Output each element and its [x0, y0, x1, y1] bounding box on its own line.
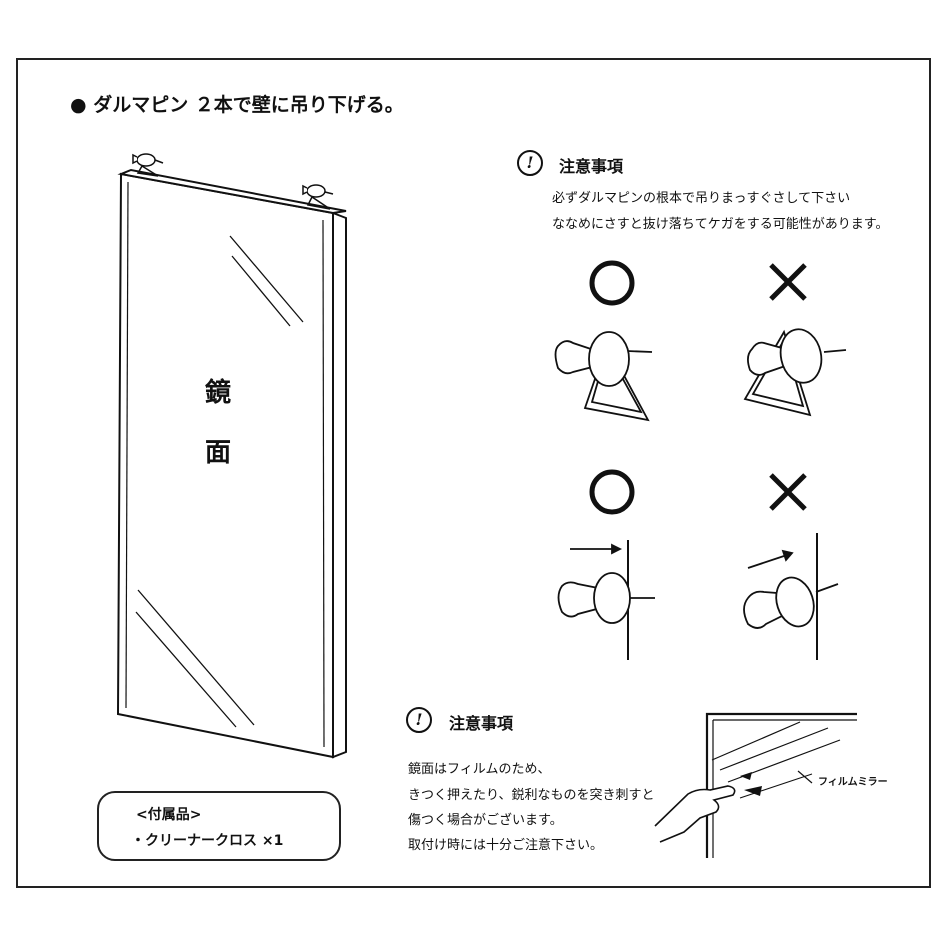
accessory-box: [97, 791, 341, 861]
mirror-label-top: 鏡: [205, 378, 232, 408]
pin-tilted-wall-icon: [743, 533, 839, 660]
notice-title: 注意事項: [449, 714, 514, 733]
notice-line: 取付け時には十分ご注意下さい。: [408, 838, 604, 853]
notice-line: 鏡面はフィルムのため、: [408, 762, 551, 777]
pin-straight-wall-icon: [557, 540, 655, 660]
accessory-item: ・クリーナークロス ×1: [131, 833, 284, 849]
cross-ng-icon: [769, 473, 807, 511]
cross-ng-icon: [769, 263, 807, 301]
notice-line: きつく押えたり、鋭利なものを突き刺すと: [408, 788, 655, 803]
accessory-title: <付属品>: [136, 807, 202, 823]
exclamation-circle-icon: !: [406, 707, 432, 733]
pin-icon-left: [132, 153, 164, 177]
notice-line: 傷つく場合がございます。: [408, 813, 563, 828]
notice-line: 必ずダルマピンの根本で吊りまっすぐさして下さい: [552, 191, 851, 206]
mirror-label-bottom: 面: [205, 438, 232, 468]
film-mirror-label: フィルムミラー: [818, 777, 888, 788]
circle-ok-icon: [589, 260, 635, 306]
circle-ok-icon: [589, 469, 635, 515]
pin-tilted-hook-icon: [743, 328, 847, 417]
pin-straight-hook-icon: [554, 331, 653, 422]
exclamation-circle-icon: !: [517, 150, 543, 176]
notice-title: 注意事項: [559, 157, 624, 176]
notice-line: ななめにさすと抜け落ちてケガをする可能性があります。: [552, 217, 889, 232]
pin-icon-right: [302, 184, 334, 210]
film-mirror-illustration: [654, 712, 857, 858]
page-heading: ● ダルマピン ２本で壁に吊り下げる。: [70, 94, 404, 116]
mirror-illustration: [116, 153, 347, 759]
instruction-frame: [16, 58, 931, 888]
